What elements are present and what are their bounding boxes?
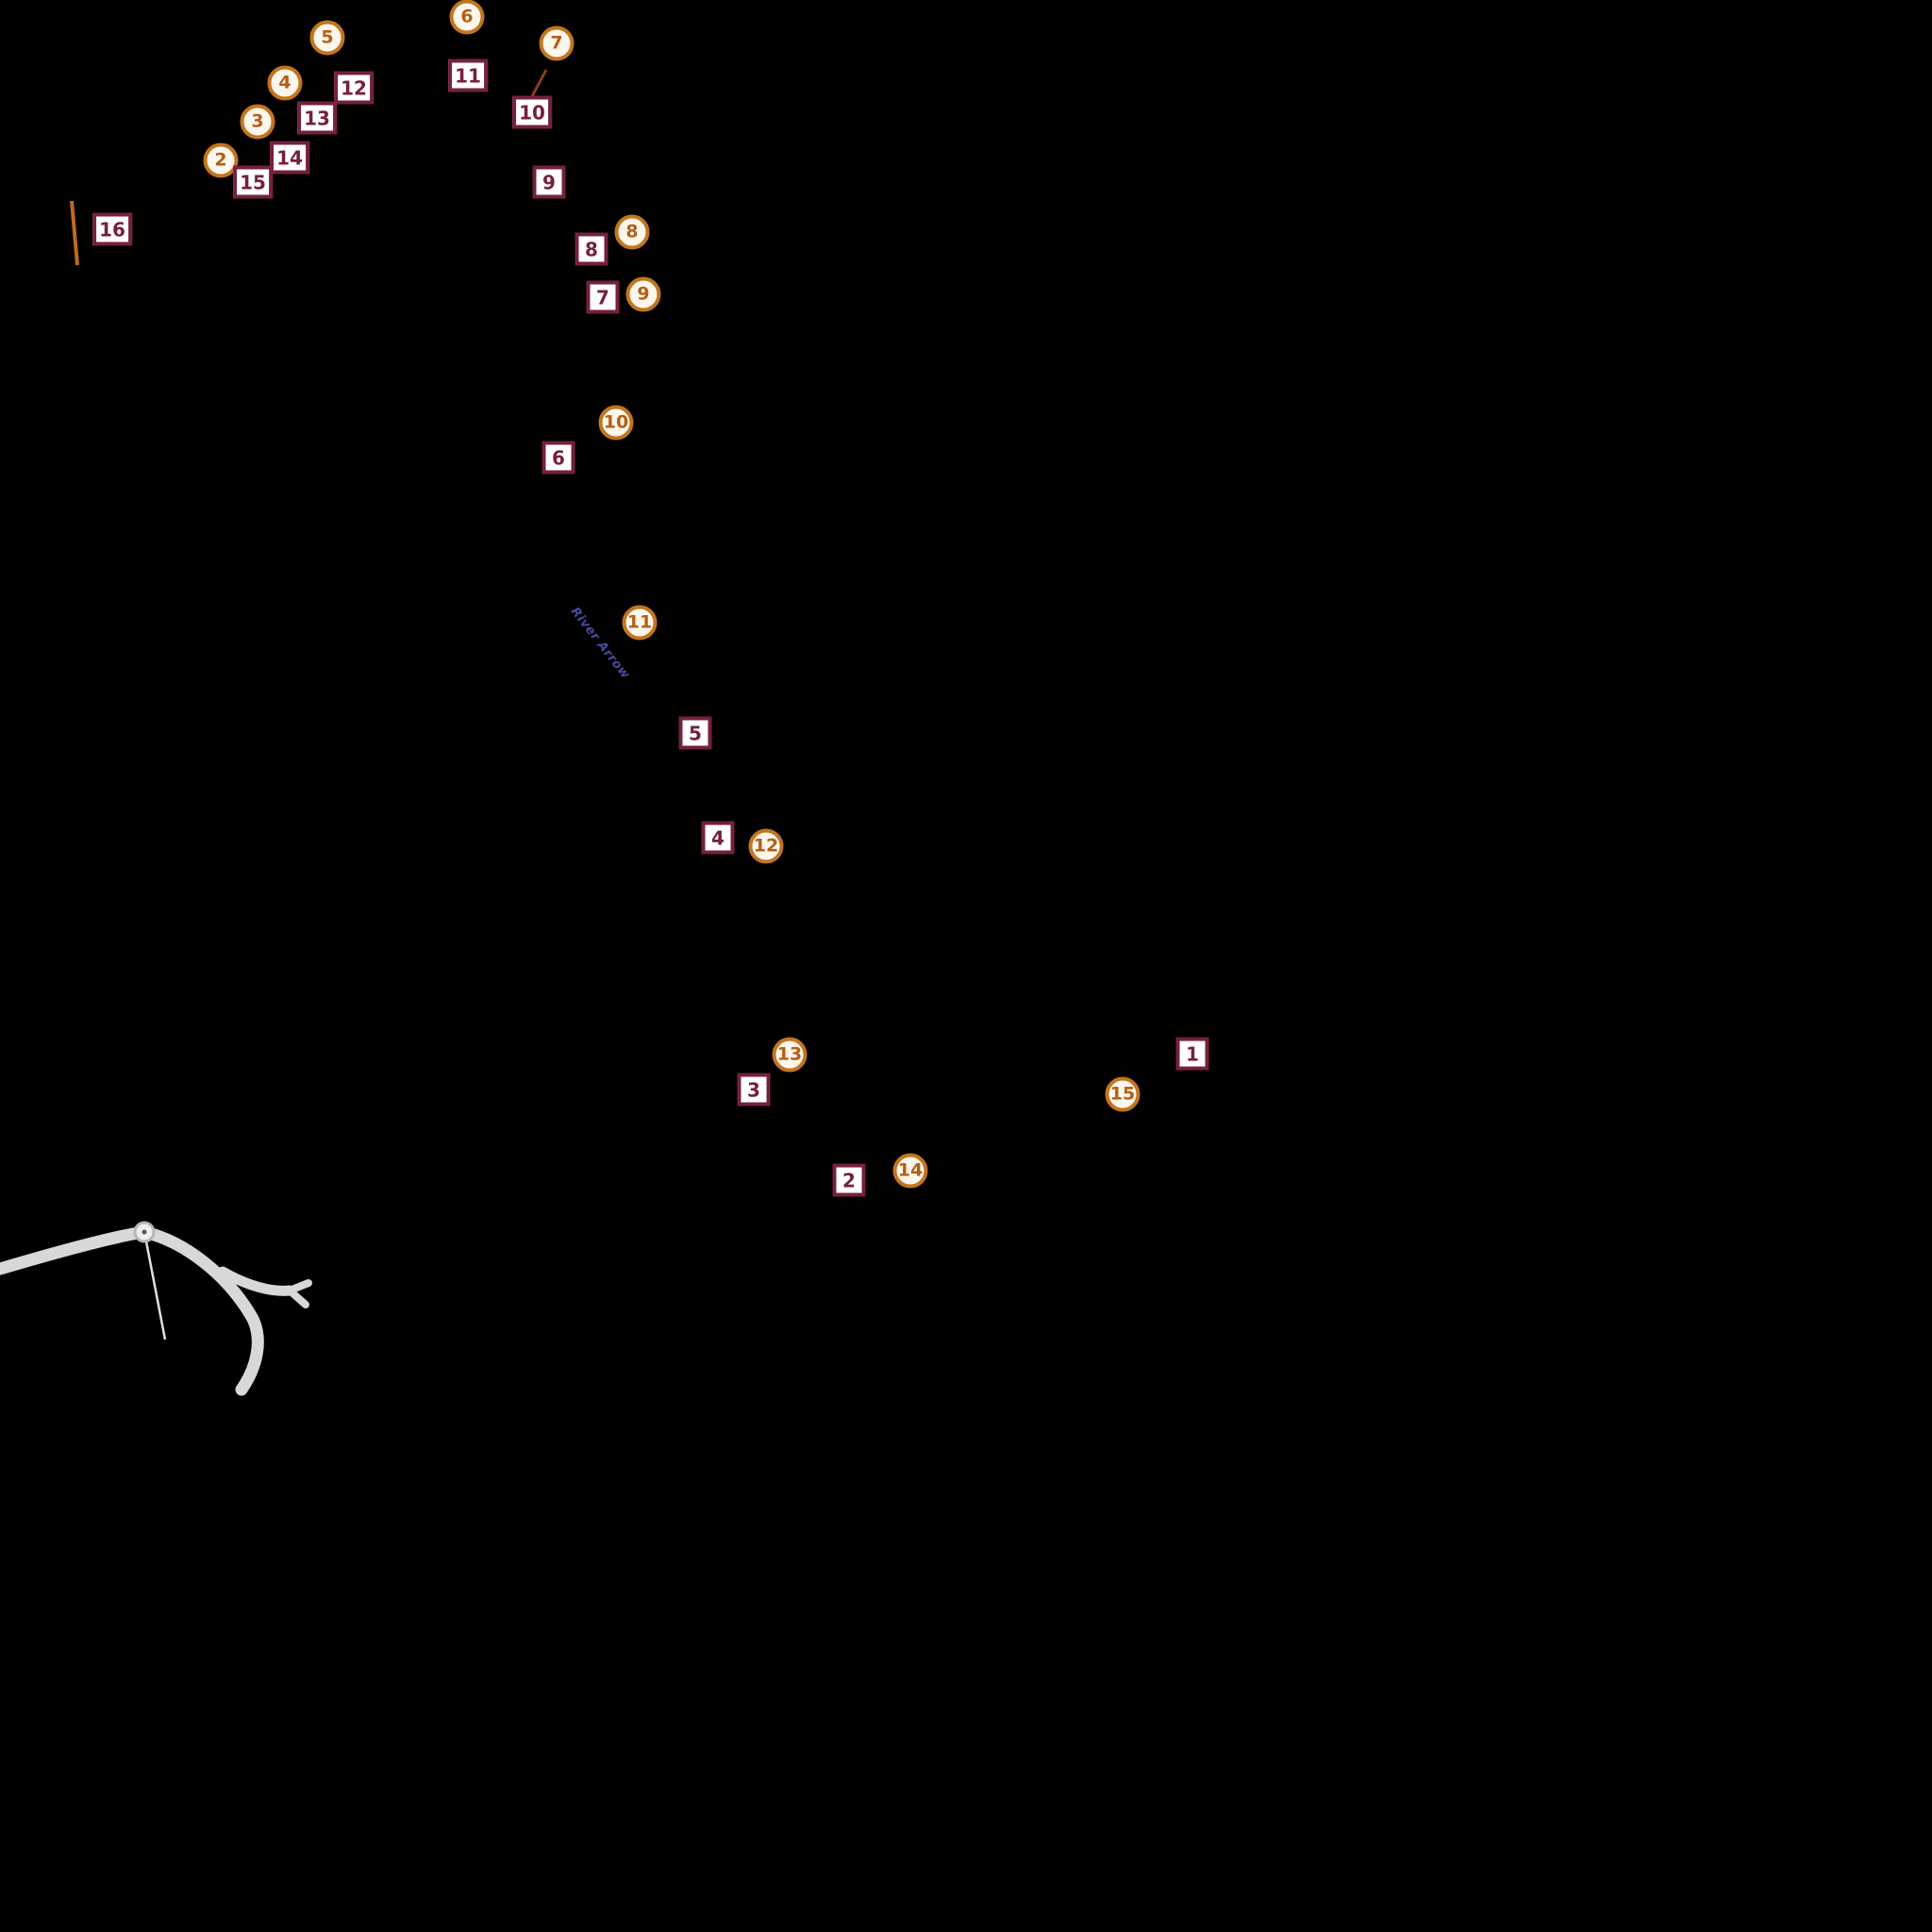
orange-path-segment <box>70 200 79 266</box>
square-marker-7: 7 <box>586 280 620 314</box>
circle-marker-13: 13 <box>772 1037 808 1073</box>
circle-marker-5: 5 <box>309 20 345 56</box>
square-marker-5: 5 <box>678 716 712 750</box>
circle-marker-10: 10 <box>598 405 634 441</box>
square-marker-3: 3 <box>737 1073 771 1107</box>
square-marker-8: 8 <box>575 232 608 266</box>
square-marker-10: 10 <box>512 95 552 129</box>
circle-marker-4: 4 <box>267 65 303 101</box>
square-marker-6: 6 <box>541 441 575 475</box>
circle-marker-11: 11 <box>622 605 658 641</box>
circle-marker-2: 2 <box>203 142 239 178</box>
junction-node-dot <box>142 1229 147 1235</box>
pointer-line <box>144 1241 167 1341</box>
road-branch <box>217 1266 295 1296</box>
circle-marker-15: 15 <box>1105 1076 1141 1112</box>
square-marker-9: 9 <box>532 165 566 199</box>
road-fork-lower <box>286 1287 309 1308</box>
square-marker-15: 15 <box>233 165 273 199</box>
square-marker-13: 13 <box>297 101 337 135</box>
square-marker-4: 4 <box>701 821 735 855</box>
square-marker-1: 1 <box>1175 1037 1209 1071</box>
circle-marker-3: 3 <box>240 104 275 140</box>
circle-marker-14: 14 <box>892 1153 928 1189</box>
road-main <box>0 1225 264 1396</box>
square-marker-16: 16 <box>92 212 132 246</box>
square-marker-11: 11 <box>448 58 488 92</box>
square-marker-2: 2 <box>832 1163 866 1197</box>
circle-marker-9: 9 <box>625 276 661 312</box>
circle-marker-6: 6 <box>449 0 485 35</box>
tick-segment <box>529 69 548 99</box>
square-marker-12: 12 <box>334 71 374 105</box>
circle-marker-8: 8 <box>614 214 650 250</box>
square-marker-14: 14 <box>270 141 309 175</box>
circle-marker-7: 7 <box>539 25 575 61</box>
circle-marker-12: 12 <box>748 828 784 864</box>
road-junction <box>0 1221 312 1396</box>
